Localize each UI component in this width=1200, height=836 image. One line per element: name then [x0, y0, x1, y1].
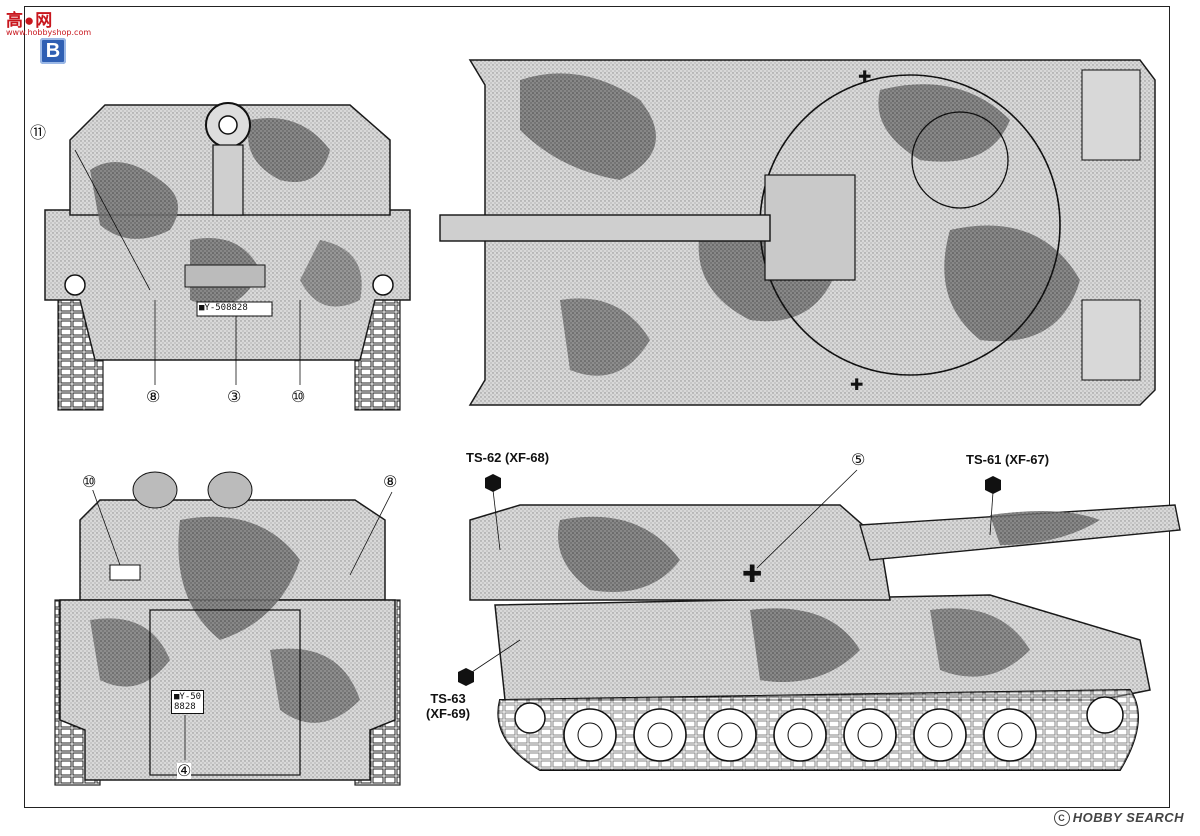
paint-xf: (XF-68)	[505, 450, 550, 465]
svg-text:✚: ✚	[858, 67, 871, 86]
callout-rear-10: ⑩	[82, 472, 97, 491]
rear-plate-line2: 8828	[174, 702, 196, 712]
copyright-icon: C	[1053, 810, 1070, 826]
watermark-text: HOBBY SEARCH	[1072, 810, 1184, 825]
paint-xf: (XF-67)	[1005, 452, 1050, 467]
side-turret	[469, 504, 891, 601]
top-gun-barrel	[439, 214, 771, 242]
logo-url: www.hobbyshop.com	[6, 28, 92, 37]
callout-front-10: ⑩	[291, 387, 306, 406]
paint-label-ts62: TS-62 (XF-68)	[466, 450, 549, 465]
callout-side-5: ⑤	[851, 450, 866, 469]
front-license-plate: ■Y-508828	[199, 303, 248, 313]
callout-front-3: ③	[227, 387, 242, 406]
top-view: ✚ ✚	[439, 59, 1156, 406]
paint-label-ts61: TS-61 (XF-67)	[966, 452, 1049, 467]
site-logo[interactable]: 高●网 www.hobbyshop.com	[6, 6, 91, 40]
paint-code: TS-62	[466, 450, 502, 465]
rear-license-plate: ■Y-50 8828	[171, 690, 205, 714]
callout-rear-8: ⑧	[383, 472, 398, 491]
paint-code: TS-61	[966, 452, 1002, 467]
callout-front-11: ⑪	[30, 123, 47, 142]
callout-rear-4: ④	[177, 761, 192, 780]
section-badge: B	[40, 38, 66, 64]
svg-text:✚: ✚	[850, 375, 863, 394]
front-view	[44, 102, 411, 411]
callout-front-8: ⑧	[146, 387, 161, 406]
logo-title: 高●网	[6, 11, 54, 30]
rear-plate-line1: ■Y-50	[174, 692, 202, 702]
rear-view	[54, 471, 401, 786]
paint-code: TS-63	[430, 691, 466, 706]
svg-text:✚: ✚	[742, 560, 762, 588]
side-road-wheels	[514, 696, 1124, 762]
paint-xf: (XF-69)	[426, 706, 471, 721]
side-view: ✚	[458, 469, 1181, 771]
paint-label-ts63: TS-63 (XF-69)	[426, 691, 470, 721]
